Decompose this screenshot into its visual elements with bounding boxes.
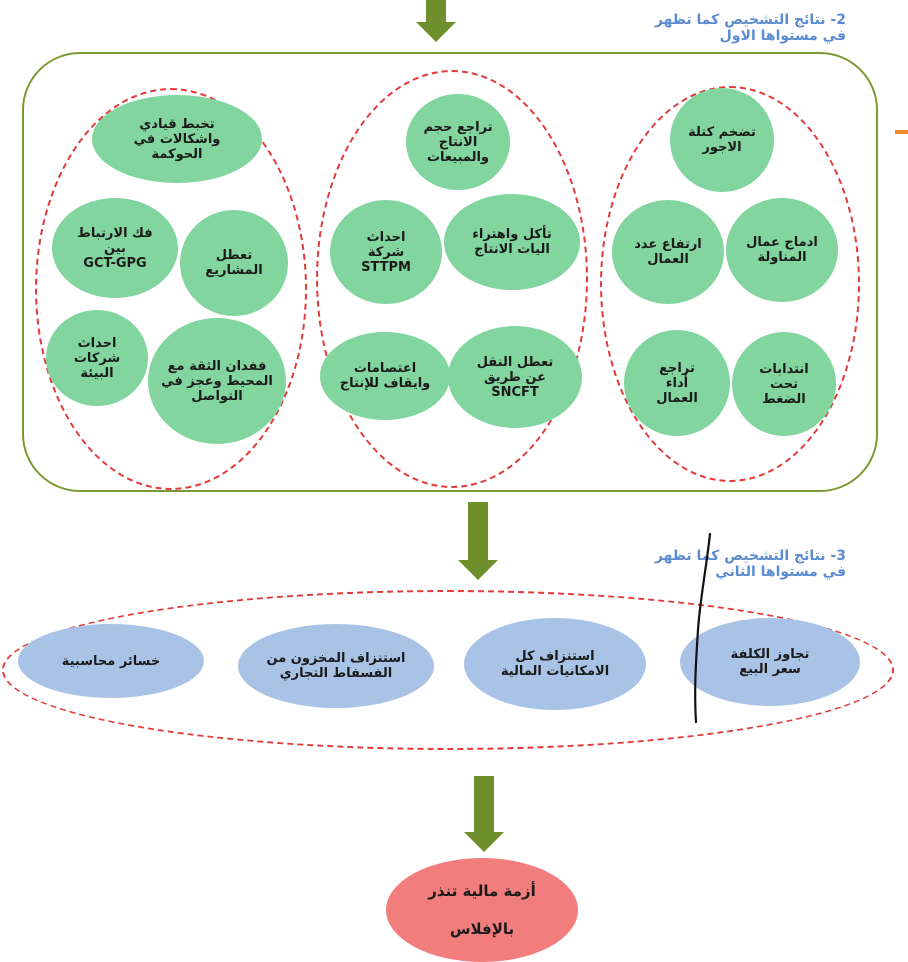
hand-drawn-line bbox=[694, 532, 712, 724]
section2-label: 2- نتائج التشخيص كما تظهر في مستواها الا… bbox=[654, 12, 846, 44]
left-bubble-projects: تعطل المشاريع bbox=[180, 210, 288, 316]
middle-bubble-strikes: اعتصامات وايقاف للإنتاج bbox=[320, 332, 450, 420]
level2-financial-depletion: استنزاف كل الامكانيات المالية bbox=[464, 618, 646, 710]
left-bubble-governance: تخبط قيادي واشكالات في الحوكمة bbox=[92, 95, 262, 183]
middle-bubble-production: تراجع حجم الانتاج والمبيعات bbox=[406, 94, 510, 190]
left-bubble-gct-gpg: فك الارتباط بين GCT-GPG bbox=[52, 198, 178, 298]
level2-cost-over-price: تجاوز الكلفة سعر البيع bbox=[680, 618, 860, 706]
right-group-oval bbox=[600, 86, 860, 482]
right-bubble-recruitment: انتدابات تحت الضغط bbox=[732, 332, 836, 436]
right-bubble-workers-count: ارتفاع عدد العمال bbox=[612, 200, 724, 304]
left-group-oval bbox=[35, 88, 307, 490]
level1-box bbox=[22, 52, 878, 492]
left-bubble-env-companies: احداث شركات البيئة bbox=[46, 310, 148, 406]
bottom-arrow bbox=[464, 776, 504, 854]
middle-bubble-equipment: تأكل واهتراء اليات الانتاج bbox=[444, 194, 580, 290]
middle-arrow bbox=[458, 502, 498, 582]
level2-oval bbox=[2, 590, 894, 750]
final-bankruptcy-bubble: أزمة مالية تنذر بالإفلاس bbox=[386, 858, 578, 962]
middle-bubble-sttpm: احداث شركة STTPM bbox=[330, 200, 442, 304]
top-arrow bbox=[416, 0, 456, 42]
level2-stock-depletion: استنزاف المخزون من الفسفاط التجاري bbox=[238, 624, 434, 708]
right-bubble-subcontract: ادماج عمال المناولة bbox=[726, 198, 838, 302]
middle-group-oval bbox=[316, 70, 588, 488]
section3-label: 3- نتائج التشخيص كما تظهر في مستواها الث… bbox=[654, 548, 846, 580]
level2-accounting-losses: خسائر محاسبية bbox=[18, 624, 204, 698]
right-bubble-wages: تضخم كتلة الاجور bbox=[670, 88, 774, 192]
middle-bubble-sncft: تعطل النقل عن طريق SNCFT bbox=[448, 326, 582, 428]
orange-tick bbox=[895, 130, 908, 134]
left-bubble-trust: ففدان الثقة مع المحيط وعجز في التواصل bbox=[148, 318, 286, 444]
right-bubble-performance: تراجع أداء العمال bbox=[624, 330, 730, 436]
